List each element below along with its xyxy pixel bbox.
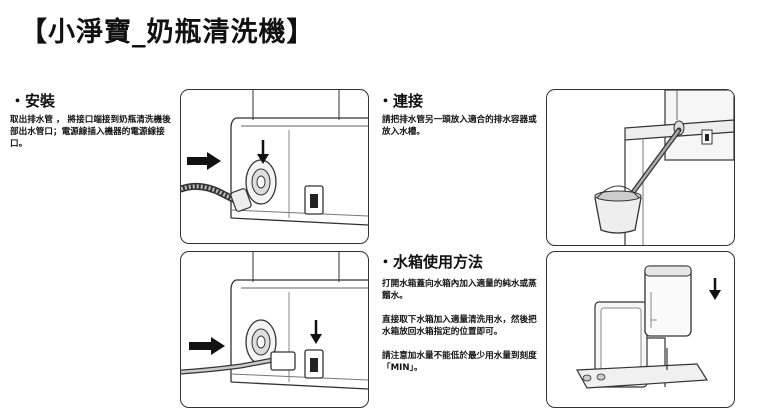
install-heading: ・安裝 (10, 92, 56, 110)
connect-illustration (546, 89, 735, 246)
tank-paragraph-2: 直接取下水箱加入適量清洗用水，然後把水箱放回水箱指定的位置即可。 (382, 315, 537, 337)
connect-text: 請把排水管另一頭放入適合的排水容器或放入水槽。 (382, 115, 537, 137)
install-text: 取出排水管 ， 將接口端接到奶瓶清洗機後部出水管口；電源線插入機器的電源線接口。 (10, 115, 171, 149)
page-title: 【小淨寶_奶瓶清洗機】 (20, 17, 315, 48)
connect-heading: ・連接 (378, 92, 424, 110)
tank-illustration (546, 251, 735, 408)
tank-text: 打開水箱蓋向水箱內加入適量的純水或蒸餾水。 直接取下水箱加入適量清洗用水，然後把… (382, 278, 542, 386)
install-illustration-hose (180, 89, 369, 244)
tank-paragraph-1: 打開水箱蓋向水箱內加入適量的純水或蒸餾水。 (382, 279, 537, 301)
tank-heading: ・水箱使用方法 (378, 253, 484, 271)
tank-paragraph-3: 請注意加水量不能低於最少用水量到刻度「MIN」。 (382, 351, 537, 373)
install-illustration-power (180, 251, 369, 408)
